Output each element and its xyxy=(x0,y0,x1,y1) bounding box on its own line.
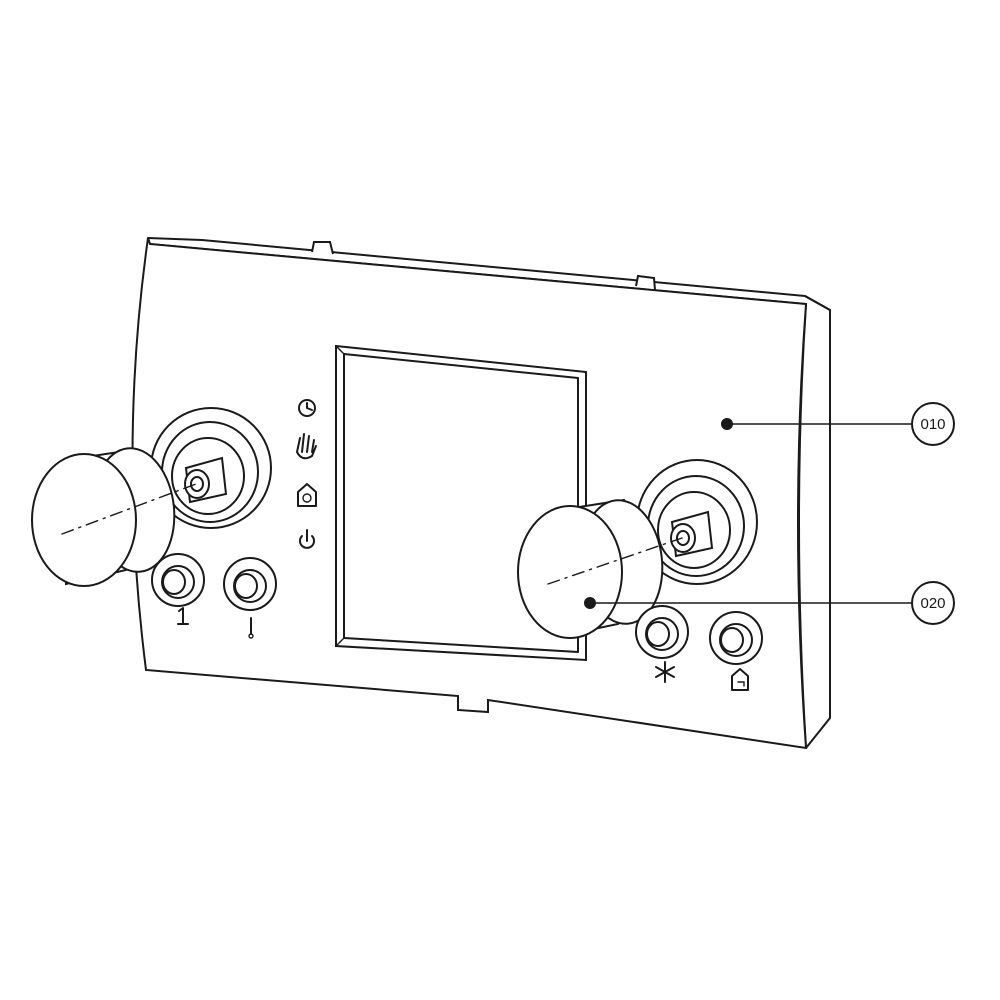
callout-housing-label: 010 xyxy=(920,416,945,433)
clock-icon xyxy=(298,399,316,417)
snowflake-icon xyxy=(655,661,675,683)
boiler-icon xyxy=(177,607,189,625)
left-button-2[interactable] xyxy=(223,557,277,611)
power-icon xyxy=(299,529,315,549)
left-knob[interactable] xyxy=(31,444,197,587)
right-knob[interactable] xyxy=(517,496,683,639)
callout-knob-label: 020 xyxy=(920,595,945,612)
thermometer-icon xyxy=(248,617,254,639)
left-button-1[interactable] xyxy=(151,553,205,607)
right-button-2[interactable] xyxy=(709,611,763,665)
callout-knob: 020 xyxy=(584,581,955,625)
home-icon xyxy=(297,483,317,507)
left-knob-assembly xyxy=(150,407,272,529)
home-return-icon xyxy=(731,668,749,691)
right-button-1[interactable] xyxy=(635,605,689,659)
hand-icon xyxy=(296,433,317,460)
mode-icons xyxy=(296,399,317,549)
right-knob-assembly xyxy=(636,459,758,585)
callout-housing: 010 xyxy=(721,402,955,446)
